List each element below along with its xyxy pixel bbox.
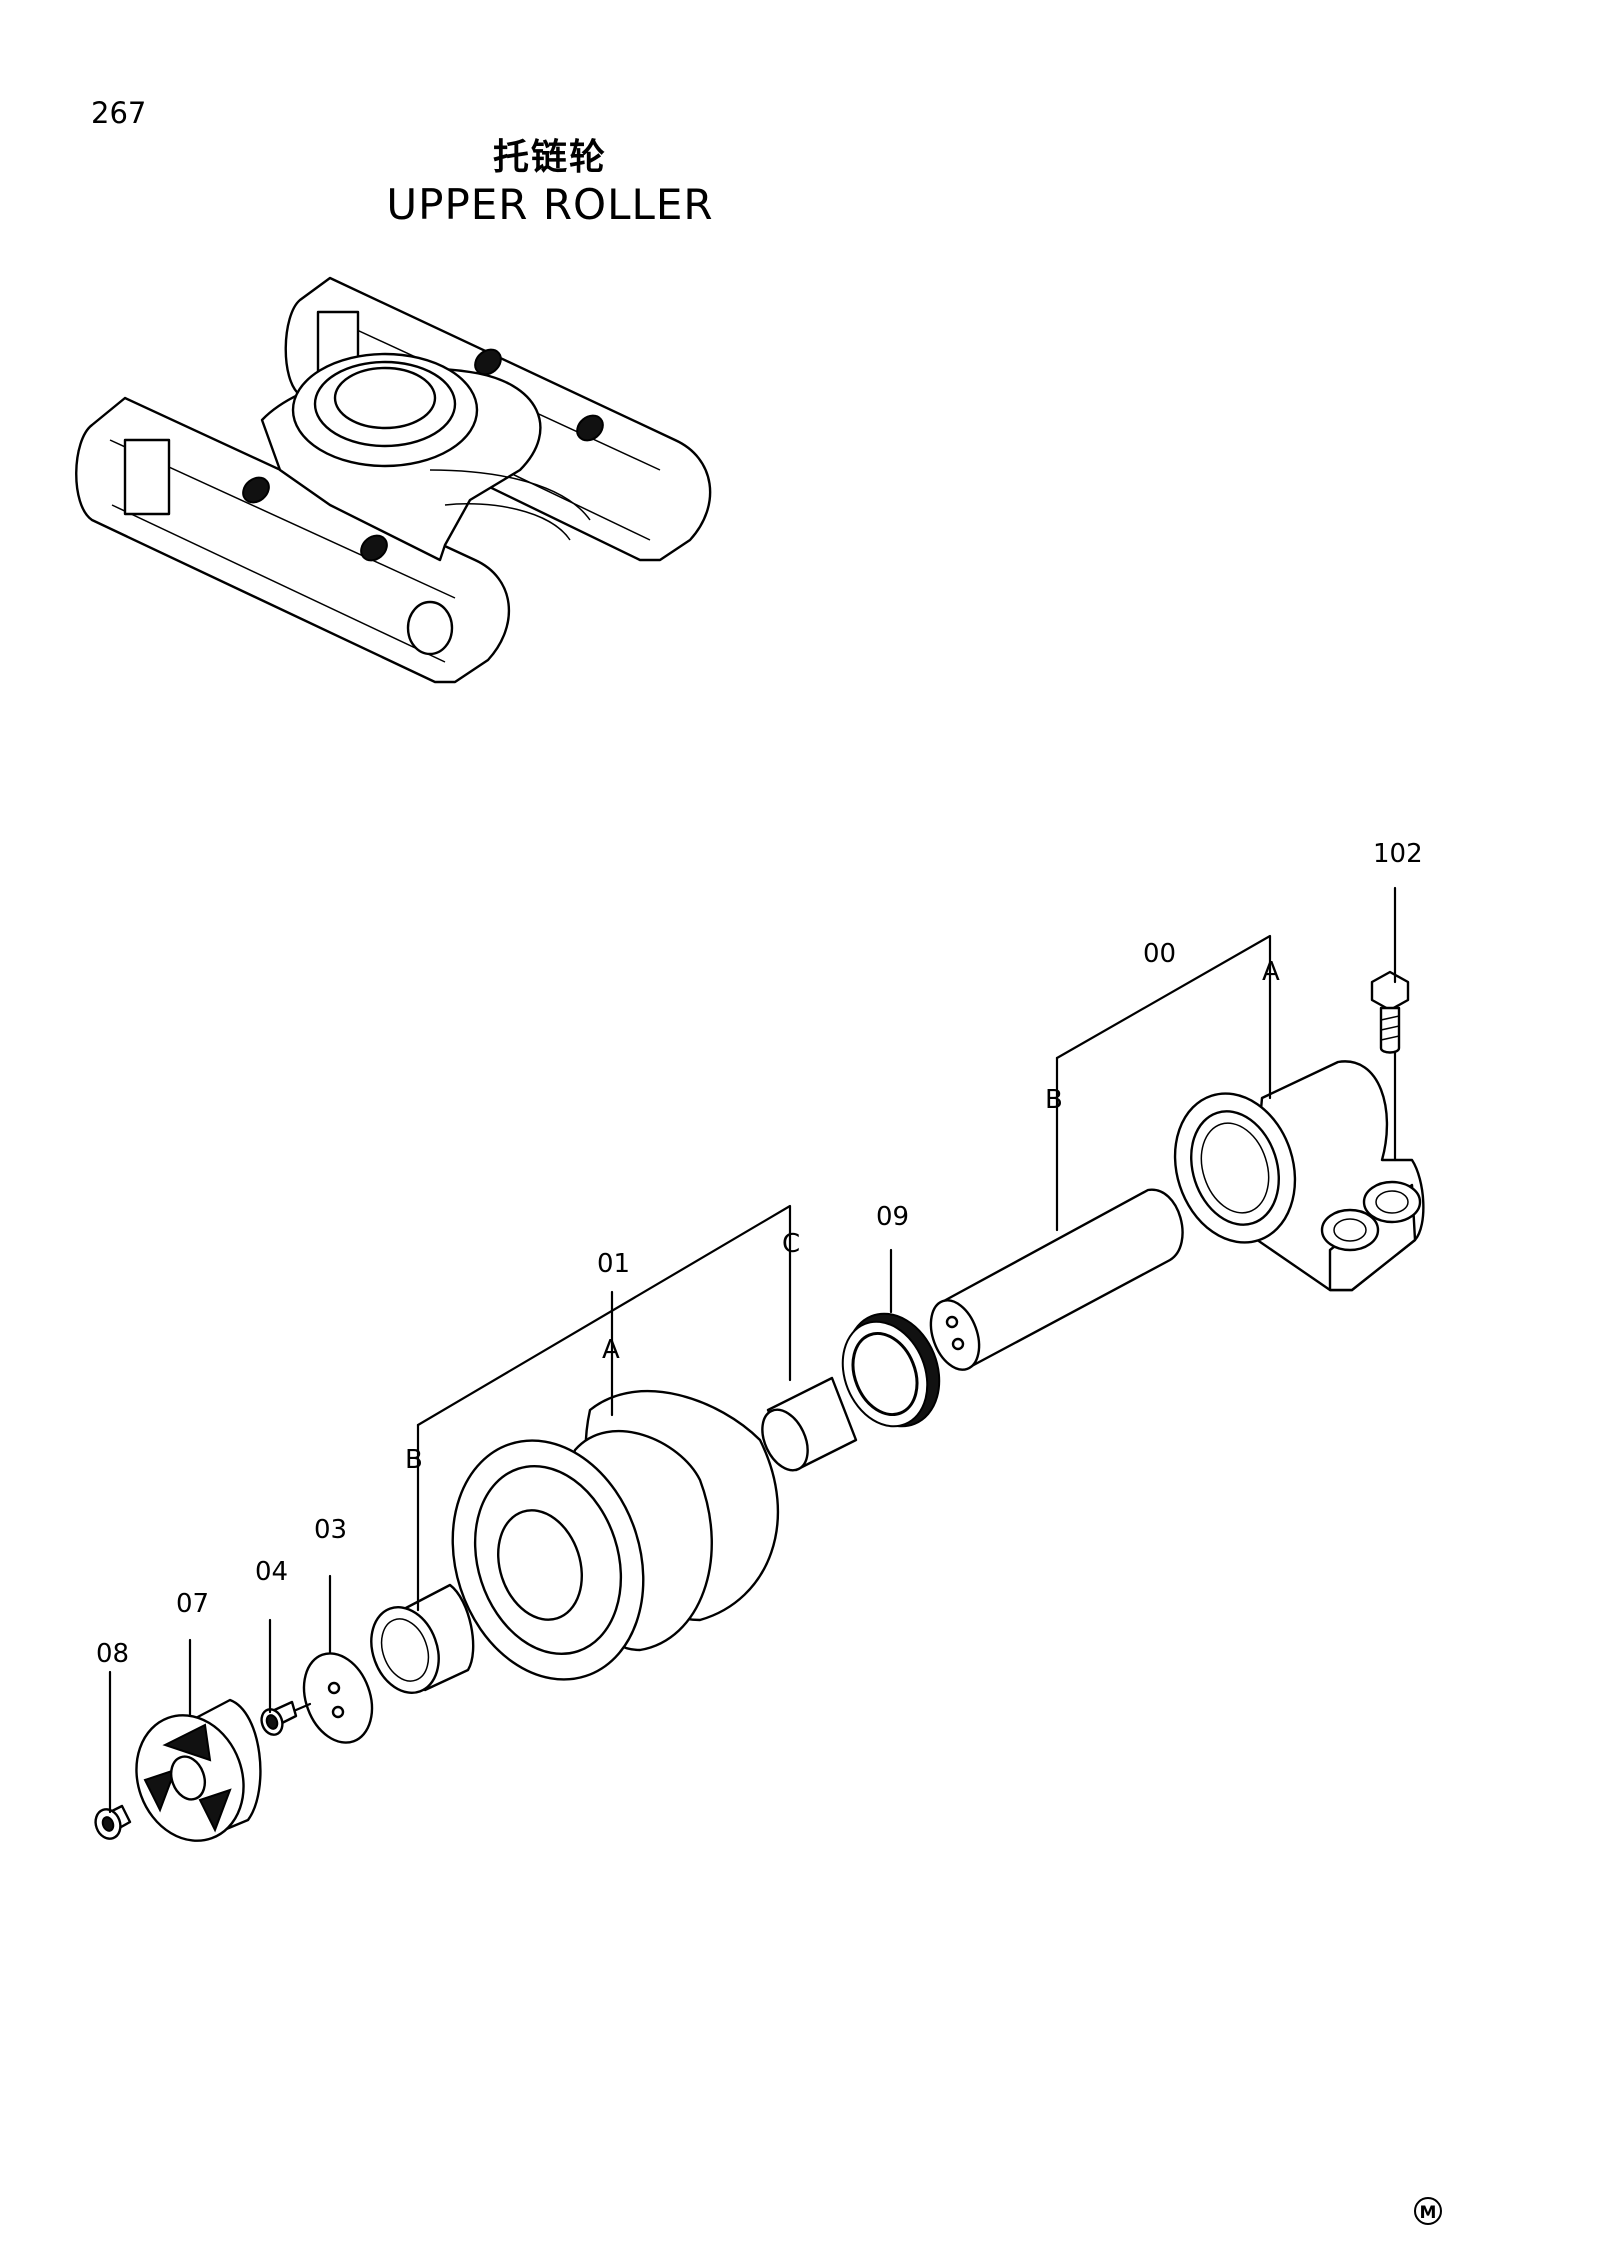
part-07-cover [135, 1698, 262, 1842]
part-shaft [929, 1188, 1184, 1371]
callout-03: 03 [314, 1515, 347, 1545]
title-english: UPPER ROLLER [386, 180, 714, 229]
callout-07: 07 [176, 1589, 209, 1619]
callout-08: 08 [96, 1639, 129, 1669]
callout-01-c: C [782, 1229, 800, 1259]
swing-bearing-inner [333, 366, 437, 430]
title-chinese: 托链轮 [492, 137, 607, 178]
callout-102: 102 [1373, 839, 1423, 869]
callout-00-a: A [1262, 957, 1280, 987]
bracket-bolt-hole-left [1320, 1208, 1380, 1252]
page-number: 267 [91, 96, 147, 130]
front-track-frame [75, 396, 511, 684]
front-frame-end-block [123, 438, 171, 516]
part-00-bracket [1173, 1060, 1425, 1292]
svg-text:M: M [1420, 2203, 1437, 2223]
part-09-seal [841, 1312, 941, 1428]
front-idler-hole [406, 600, 454, 656]
callout-00-b: B [1045, 1085, 1063, 1115]
callout-09: 09 [876, 1202, 909, 1232]
part-bushing-b [370, 1583, 475, 1694]
callout-04: 04 [255, 1557, 288, 1587]
footer-circled-mark: M [1414, 2197, 1442, 2225]
part-04-bolt [260, 1700, 312, 1736]
callout-01: 01 [597, 1249, 630, 1279]
callout-00: 00 [1143, 939, 1176, 969]
undercarriage-overview [75, 276, 712, 684]
callout-01-a: A [602, 1335, 620, 1365]
callout-01-b: B [405, 1445, 423, 1475]
leader-lines [108, 886, 1397, 1814]
part-01-roller [451, 1389, 780, 1681]
part-03-thrust-plate [302, 1652, 374, 1744]
part-bushing-c [761, 1376, 858, 1472]
bracket-bolt-hole-right [1362, 1180, 1422, 1224]
upper-roller-marks [242, 348, 604, 562]
part-102-bolt [1370, 970, 1410, 1054]
callout-labels: 102 00 A B 09 C 01 A B 03 04 07 08 [96, 839, 1423, 1669]
